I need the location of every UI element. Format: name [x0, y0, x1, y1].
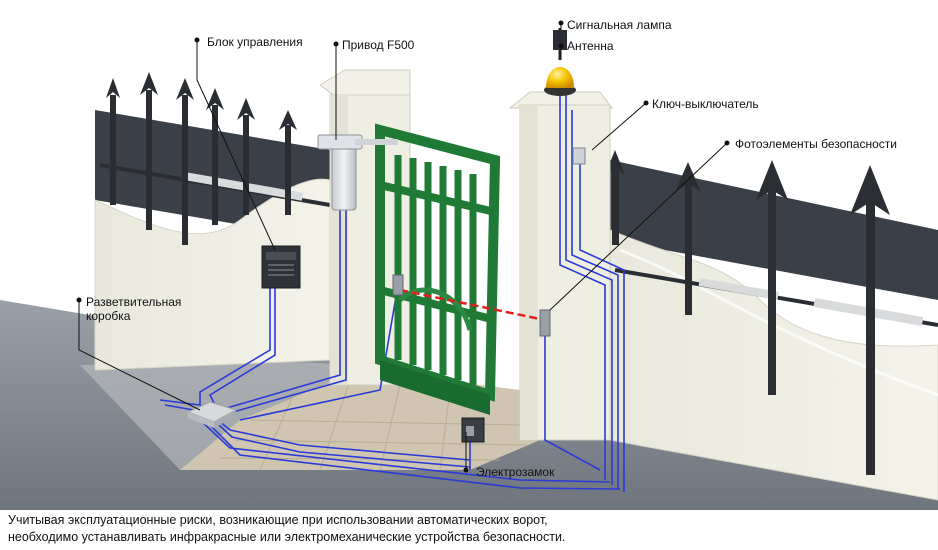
label-junction-box-line1: Разветвительная [86, 295, 182, 309]
caption: Учитывая эксплуатационные риски, возника… [8, 512, 608, 546]
fence-spikes-right [605, 150, 890, 475]
gate-scene-illustration [0, 20, 938, 510]
key-switch-device [572, 147, 586, 165]
label-key-switch: Ключ-выключатель [652, 97, 759, 111]
label-junction-box-line2: коробка [86, 309, 131, 323]
label-electric-lock: Электрозамок [476, 465, 555, 479]
photocell-left [392, 274, 404, 296]
drive-f500-device [317, 134, 398, 211]
photocell-right [539, 309, 551, 337]
control-unit-device [261, 245, 301, 289]
fence-spikes-left [106, 72, 297, 245]
label-drive: Привод F500 [342, 38, 415, 52]
junction-box-device [186, 401, 238, 428]
photocell-beam [399, 288, 546, 322]
gate-leaf [375, 123, 501, 415]
caption-line2: необходимо устанавливать инфракрасные ил… [8, 530, 566, 544]
signal-lamp-device [544, 28, 576, 96]
label-signal-lamp: Сигнальная лампа [567, 18, 672, 32]
caption-line1: Учитывая эксплуатационные риски, возника… [8, 513, 548, 527]
label-control-unit: Блок управления [207, 35, 303, 49]
leader-dots [76, 20, 730, 473]
label-antenna: Антенна [567, 39, 614, 53]
label-junction-box: Разветвительная коробка [86, 295, 181, 323]
leader-lines [78, 23, 728, 470]
label-photocells: Фотоэлементы безопасности [735, 137, 897, 151]
electric-lock-device [461, 417, 485, 443]
